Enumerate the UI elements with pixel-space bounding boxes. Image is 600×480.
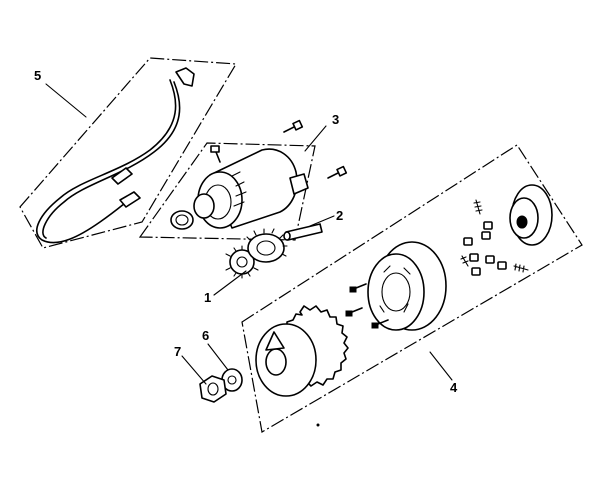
- o-ring: [170, 210, 194, 230]
- clutch-springs: [460, 199, 529, 273]
- cable-terminal-end: [119, 191, 141, 208]
- motor-bolt-top: [283, 119, 304, 133]
- clutch-group-boundary: [241, 144, 583, 433]
- callout-5: 5: [34, 68, 41, 83]
- cable-terminal-top: [175, 67, 195, 87]
- flywheel: [367, 241, 447, 331]
- idle-gear: [225, 228, 288, 279]
- leader-2: [309, 215, 335, 227]
- leader-3: [304, 125, 327, 152]
- starter-motor-group: [138, 119, 348, 241]
- leader-6: [207, 343, 229, 371]
- cable-group-boundary: [19, 57, 238, 249]
- leader-7: [181, 355, 207, 385]
- leader-1: [213, 270, 247, 296]
- callout-2: 2: [336, 208, 343, 223]
- callout-3: 3: [332, 112, 339, 127]
- cable-harness-group: [19, 57, 238, 249]
- starter-cable: [36, 79, 177, 244]
- cable-terminal-mid: [111, 167, 133, 185]
- leader-5: [45, 83, 87, 118]
- drive-face: [509, 184, 553, 246]
- starter-group-boundary: [138, 142, 316, 241]
- motor-bolt-left: [210, 145, 221, 163]
- motor-bolt-right: [327, 165, 348, 179]
- stray-dot: [316, 423, 320, 427]
- motor-mount-flange: [289, 173, 309, 195]
- flywheel-bolts: [345, 283, 389, 329]
- callout-1: 1: [204, 290, 211, 305]
- clutch-group: [241, 144, 583, 433]
- callout-4: 4: [450, 380, 458, 395]
- callout-6: 6: [202, 328, 209, 343]
- driven-gear: [255, 305, 349, 397]
- callout-labels: 5 3 2 1 6 7 4: [34, 68, 458, 395]
- clutch-rollers: [463, 221, 507, 276]
- shaft-pin: [283, 223, 323, 241]
- callout-7: 7: [174, 344, 181, 359]
- leader-4: [429, 351, 453, 381]
- leader-lines: [45, 83, 453, 385]
- nut: [199, 375, 227, 403]
